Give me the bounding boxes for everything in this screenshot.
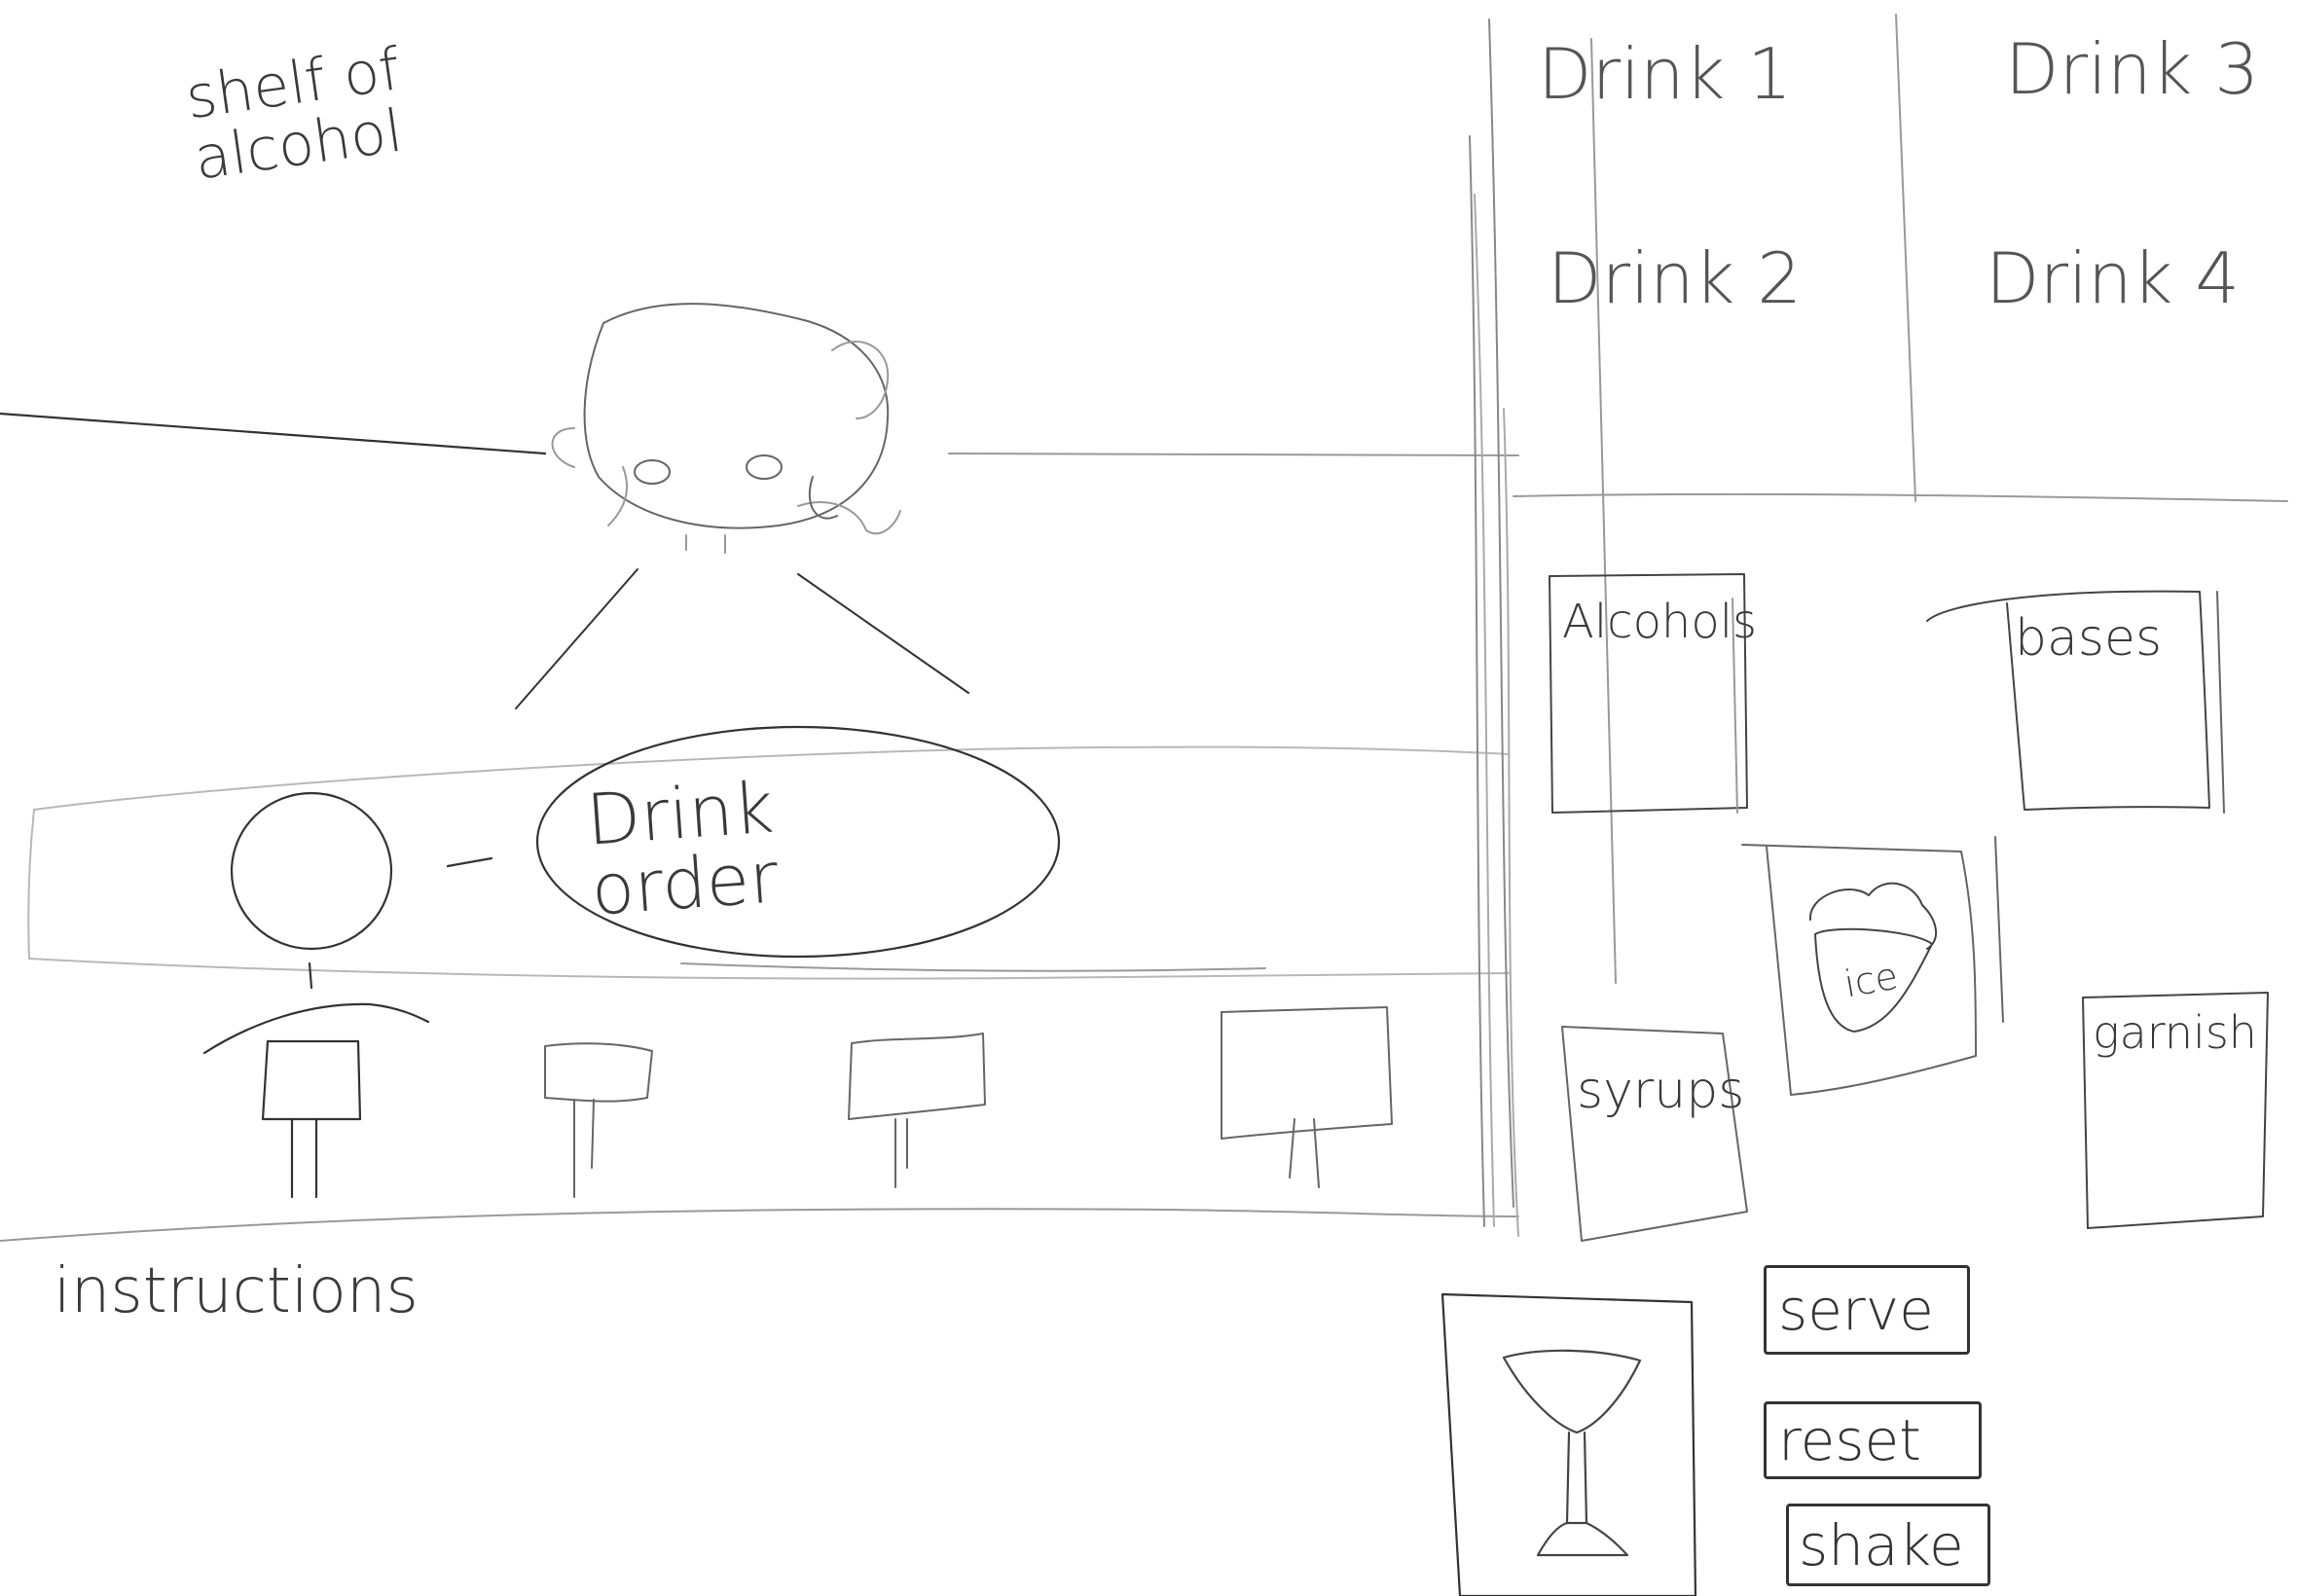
back-shelf-line-right	[948, 453, 1519, 456]
drink-menu-grid	[1513, 14, 2288, 984]
bar-stool-3	[1221, 1006, 1393, 1188]
cocktail-glass-icon	[1502, 1349, 1642, 1557]
bar-stool-1	[544, 1042, 653, 1198]
ice-bin-label[interactable]: ice	[1841, 954, 1902, 1006]
drink-menu-item-2[interactable]: Drink 2	[1548, 237, 1803, 319]
shelf-label: shelf of alcohol	[181, 35, 407, 194]
alcohols-bin-label[interactable]: Alcohols	[1562, 595, 1758, 649]
serve-button[interactable]: serve	[1764, 1265, 1970, 1355]
floor-line	[0, 1208, 1519, 1242]
back-shelf-line	[0, 412, 547, 455]
drink-menu-item-3[interactable]: Drink 3	[2005, 28, 2260, 110]
garnish-bin	[2082, 992, 2269, 1229]
instructions-label: instructions	[54, 1255, 419, 1327]
ice-bin	[1741, 836, 2004, 1096]
syrups-bin-label[interactable]: syrups	[1577, 1062, 1745, 1120]
glass-display	[1440, 1292, 1697, 1596]
bar-counter	[27, 745, 1510, 980]
speech-bubble	[535, 725, 1061, 959]
syrups-bin	[1561, 1026, 1748, 1242]
bases-bin-label[interactable]: bases	[2015, 609, 2163, 668]
reset-button[interactable]: reset	[1764, 1401, 1982, 1479]
bases-bin	[1926, 590, 2225, 814]
shake-button[interactable]: shake	[1786, 1504, 1990, 1586]
drink-menu-item-4[interactable]: Drink 4	[1986, 237, 2241, 319]
speech-bubble-text: Drink order	[583, 766, 782, 931]
bartender-figure	[515, 303, 969, 709]
bar-stool-2	[848, 1033, 986, 1188]
drink-menu-item-1[interactable]: Drink 1	[1538, 33, 1793, 115]
garnish-bin-label[interactable]: garnish	[2093, 1006, 2257, 1059]
alcohols-bin	[1549, 573, 1748, 814]
ice-bucket-icon	[1808, 882, 1937, 1033]
customer-figure	[202, 791, 493, 1199]
panel-divider	[1469, 18, 1519, 1237]
